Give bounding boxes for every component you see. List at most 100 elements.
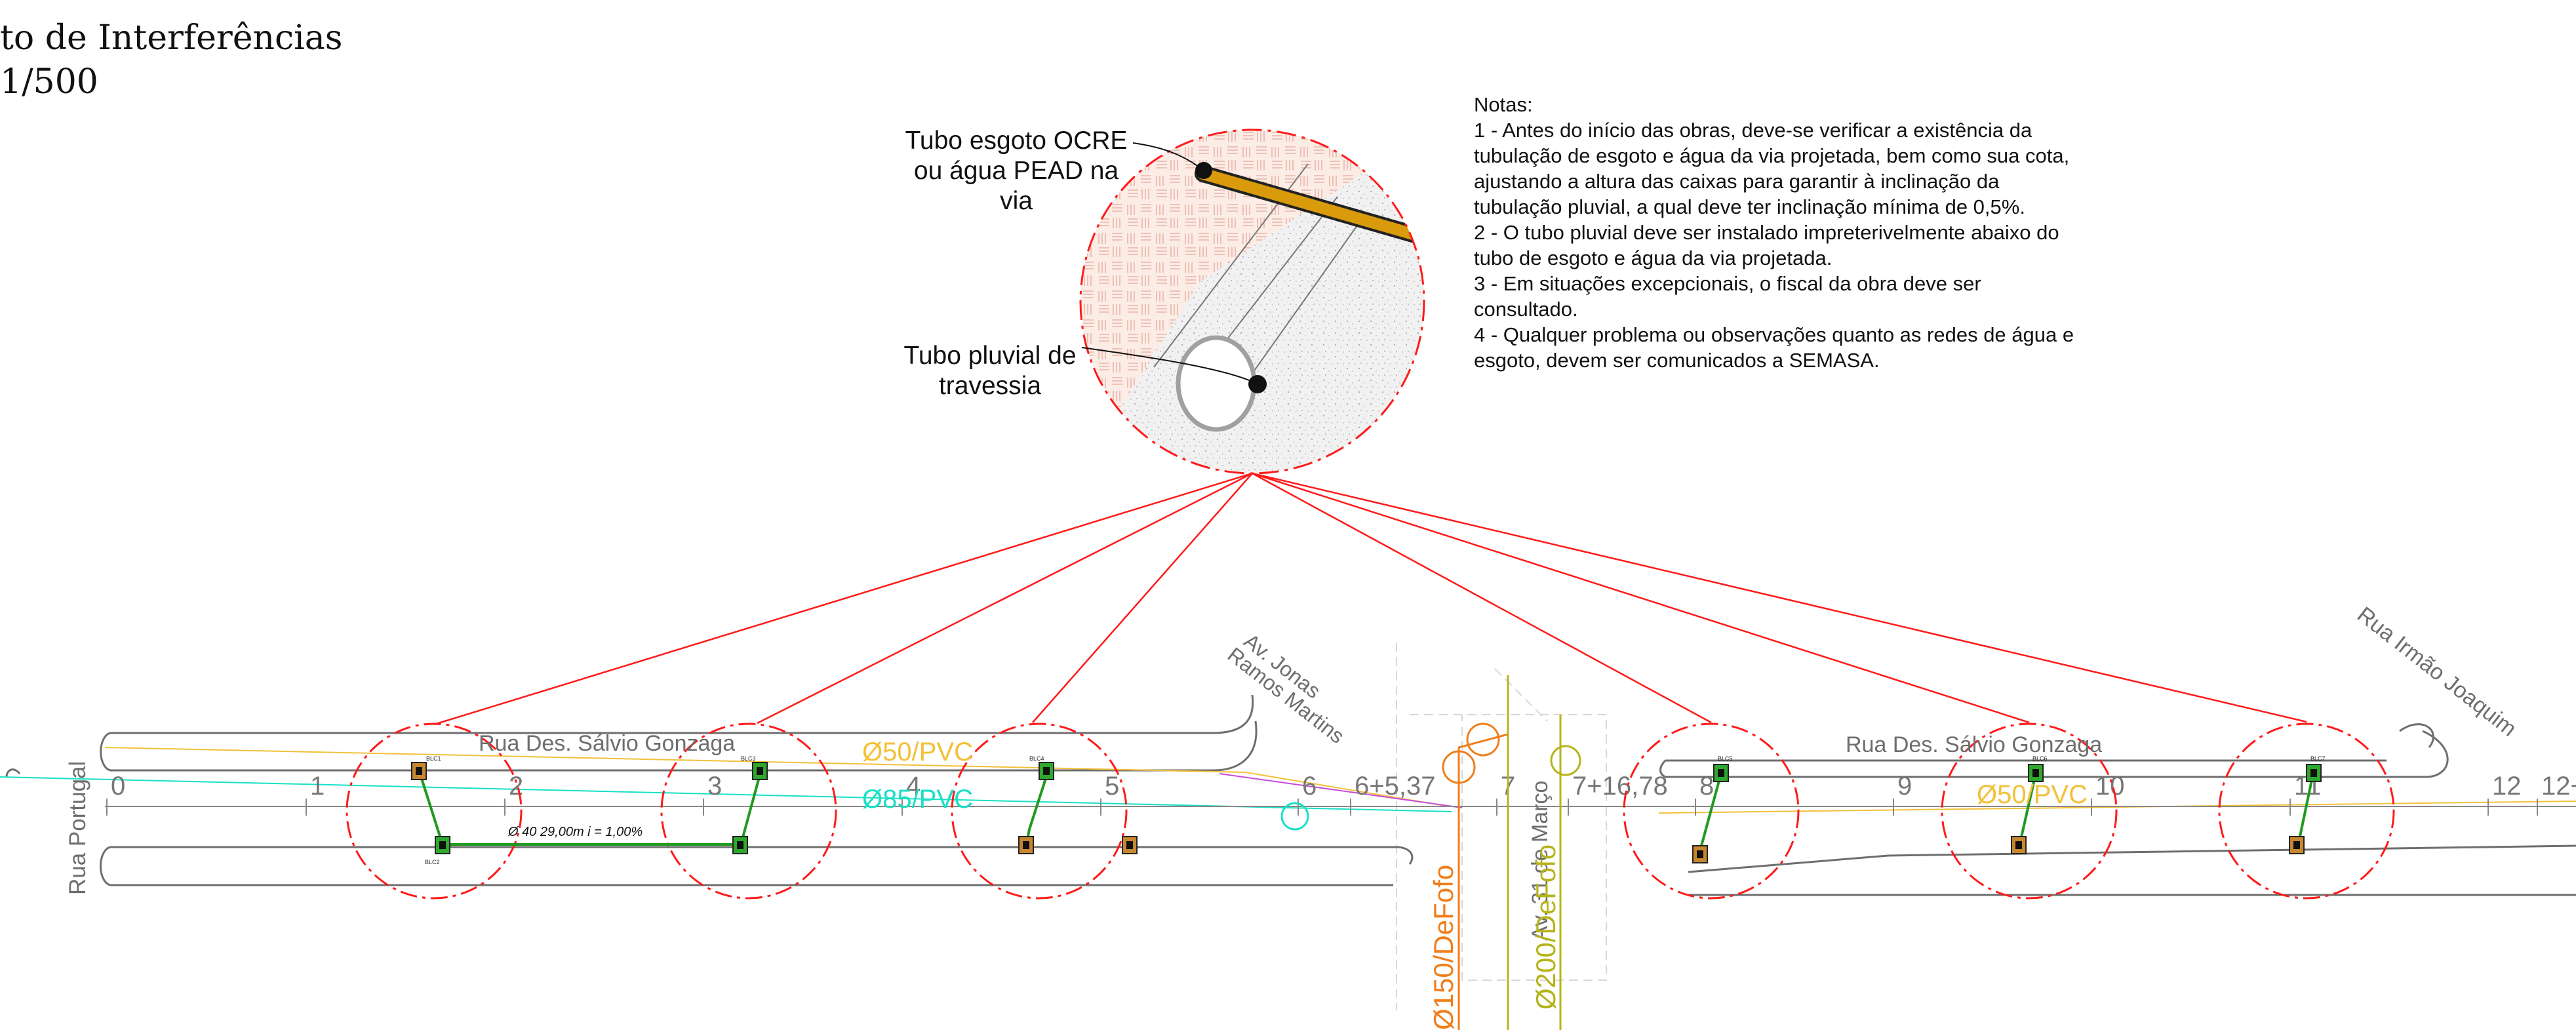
street-label-irmao-joaquim: Rua Irmão Joaquim bbox=[2352, 602, 2521, 742]
inlet-box bbox=[1122, 836, 1138, 854]
leader-line-bottom bbox=[1081, 347, 1258, 385]
interference-circle bbox=[2218, 723, 2395, 900]
manhole-orange bbox=[1442, 750, 1476, 784]
station-label: 12 bbox=[2492, 772, 2522, 801]
station-label: 4 bbox=[906, 772, 921, 801]
box-tag: BLC6 bbox=[2032, 755, 2048, 762]
interference-circles bbox=[346, 723, 2395, 900]
road-edge-north-left bbox=[100, 732, 1213, 772]
storm-pipe-section bbox=[1176, 335, 1257, 432]
station-label: 7+16,78 bbox=[1572, 772, 1668, 801]
inlet-box bbox=[1692, 845, 1708, 863]
note-item: 4 - Qualquer problema ou observações qua… bbox=[1474, 323, 2074, 372]
manhole-cyan bbox=[1280, 802, 1309, 831]
pipe-label-water-85: Ø85/PVC bbox=[862, 785, 973, 814]
manhole-orange bbox=[1466, 723, 1500, 757]
sewer-lines bbox=[1280, 675, 1581, 1030]
interference-circle bbox=[346, 723, 523, 900]
inlet-box bbox=[732, 836, 748, 854]
sewer-line-orange bbox=[1457, 733, 1509, 1030]
pipe-label-sewer-150: Ø150/DeFofo bbox=[1428, 865, 1459, 1030]
street-labels: Rua Des. Sálvio Gonzaga Rua Des. Sálvio … bbox=[65, 602, 2521, 941]
drain-run bbox=[2018, 773, 2037, 846]
street-label-salvio-left: Rua Des. Sálvio Gonzaga bbox=[479, 731, 735, 756]
pipe-label-sewer-200: Ø200/DeFofo bbox=[1530, 844, 1561, 1010]
inlet-box bbox=[411, 762, 427, 780]
manhole-olive bbox=[1550, 745, 1581, 776]
street-label-portugal: Rua Portugal bbox=[65, 761, 90, 895]
inlet-box bbox=[1713, 764, 1729, 782]
callout-line: Tubo esgoto OCRE bbox=[905, 127, 1128, 155]
road-edge-south-left bbox=[99, 846, 1414, 886]
station-label: 9 bbox=[1897, 772, 1912, 801]
sewer-pipe bbox=[1197, 168, 1424, 242]
callout-line: via bbox=[1000, 187, 1033, 215]
station-label: 6+5,37 bbox=[1355, 772, 1435, 801]
reference-lines bbox=[433, 472, 2307, 726]
station-label: 8 bbox=[1699, 772, 1714, 801]
road-edge-south-right bbox=[1688, 844, 2576, 896]
box-tag: BLC2 bbox=[425, 859, 440, 865]
road-curve-right bbox=[2399, 723, 2434, 748]
station-label: 3 bbox=[707, 772, 722, 801]
pipe-labels: Ø50/PVC Ø85/PVC Ø50/PVC Ø150/DeFofo Ø200… bbox=[507, 738, 2088, 1030]
inlet-box bbox=[435, 836, 450, 854]
reference-line bbox=[1252, 472, 2030, 724]
callout-storm-pipe: Tubo pluvial de travessia bbox=[879, 341, 1101, 401]
detail-section bbox=[1079, 129, 1425, 475]
reference-line bbox=[757, 472, 1253, 724]
interference-circle bbox=[951, 723, 1128, 900]
drawing-title: to de Interferências bbox=[0, 18, 343, 58]
road-end-cap bbox=[1659, 759, 1667, 778]
reference-line bbox=[1252, 472, 1712, 724]
station-label: 10 bbox=[2095, 772, 2125, 801]
interference-circle bbox=[1941, 723, 2118, 900]
box-tag: BLC5 bbox=[1718, 755, 1733, 762]
pipe-label-water-50: Ø50/PVC bbox=[862, 738, 973, 766]
leader-line-top bbox=[1132, 142, 1204, 171]
inlet-box bbox=[2306, 764, 2322, 782]
station-label: 12+5 bbox=[2541, 772, 2576, 801]
trench-soil bbox=[1088, 164, 1424, 473]
inlet-box bbox=[2028, 764, 2044, 782]
drain-run bbox=[1025, 772, 1049, 846]
street-label-salvio-right: Rua Des. Sálvio Gonzaga bbox=[1846, 732, 2102, 757]
station-label: 2 bbox=[509, 772, 523, 801]
inlet-box bbox=[1018, 836, 1034, 854]
note-item: 3 - Em situações excepcionais, o fiscal … bbox=[1474, 272, 1981, 321]
storm-drains bbox=[418, 772, 2314, 846]
interference-circle bbox=[1623, 723, 1800, 900]
inlet-box bbox=[1039, 762, 1054, 780]
water-lines bbox=[0, 747, 2576, 814]
box-tag: BLC3 bbox=[741, 755, 756, 762]
box-tag: BLC7 bbox=[2310, 755, 2326, 762]
callout-line: travessia bbox=[938, 372, 1042, 400]
road-lines bbox=[5, 694, 2576, 896]
road-curve-left bbox=[1212, 694, 1258, 772]
box-tag: BLC4 bbox=[1029, 755, 1044, 762]
pipe-label-drain-spec: Ø 40 29,00m i = 1,00% bbox=[507, 825, 643, 839]
pipe-label-water-50-right: Ø50/PVC bbox=[1977, 780, 2088, 809]
background-geometry bbox=[1396, 643, 1607, 1010]
street-label-31-marco: Av. 31 de Março bbox=[1528, 781, 1553, 941]
station-label: 0 bbox=[111, 772, 125, 801]
inlet-boxes bbox=[411, 762, 2322, 863]
water-line-yellow bbox=[104, 747, 1450, 807]
faint-outline bbox=[1494, 668, 1548, 722]
drain-run bbox=[2297, 773, 2314, 846]
station-label: 5 bbox=[1105, 772, 1119, 801]
drain-run bbox=[1700, 773, 1722, 846]
drawing-scale: 1/500 bbox=[0, 62, 98, 102]
note-item: 2 - O tubo pluvial deve ser instalado im… bbox=[1474, 221, 2059, 269]
box-tag: BLC1 bbox=[426, 755, 441, 762]
drain-run bbox=[418, 772, 762, 846]
callout-water-sewer-pipe: Tubo esgoto OCRE ou água PEAD na via bbox=[888, 126, 1144, 216]
station-label: 1 bbox=[310, 772, 325, 801]
water-line-violet bbox=[1219, 773, 1463, 808]
notes-heading: Notas: bbox=[1474, 93, 1533, 116]
note-item: 1 - Antes do início das obras, deve-se v… bbox=[1474, 119, 2070, 218]
box-tags: BLC1 BLC2 BLC3 BLC4 BLC5 BLC6 BLC7 bbox=[425, 755, 2326, 865]
